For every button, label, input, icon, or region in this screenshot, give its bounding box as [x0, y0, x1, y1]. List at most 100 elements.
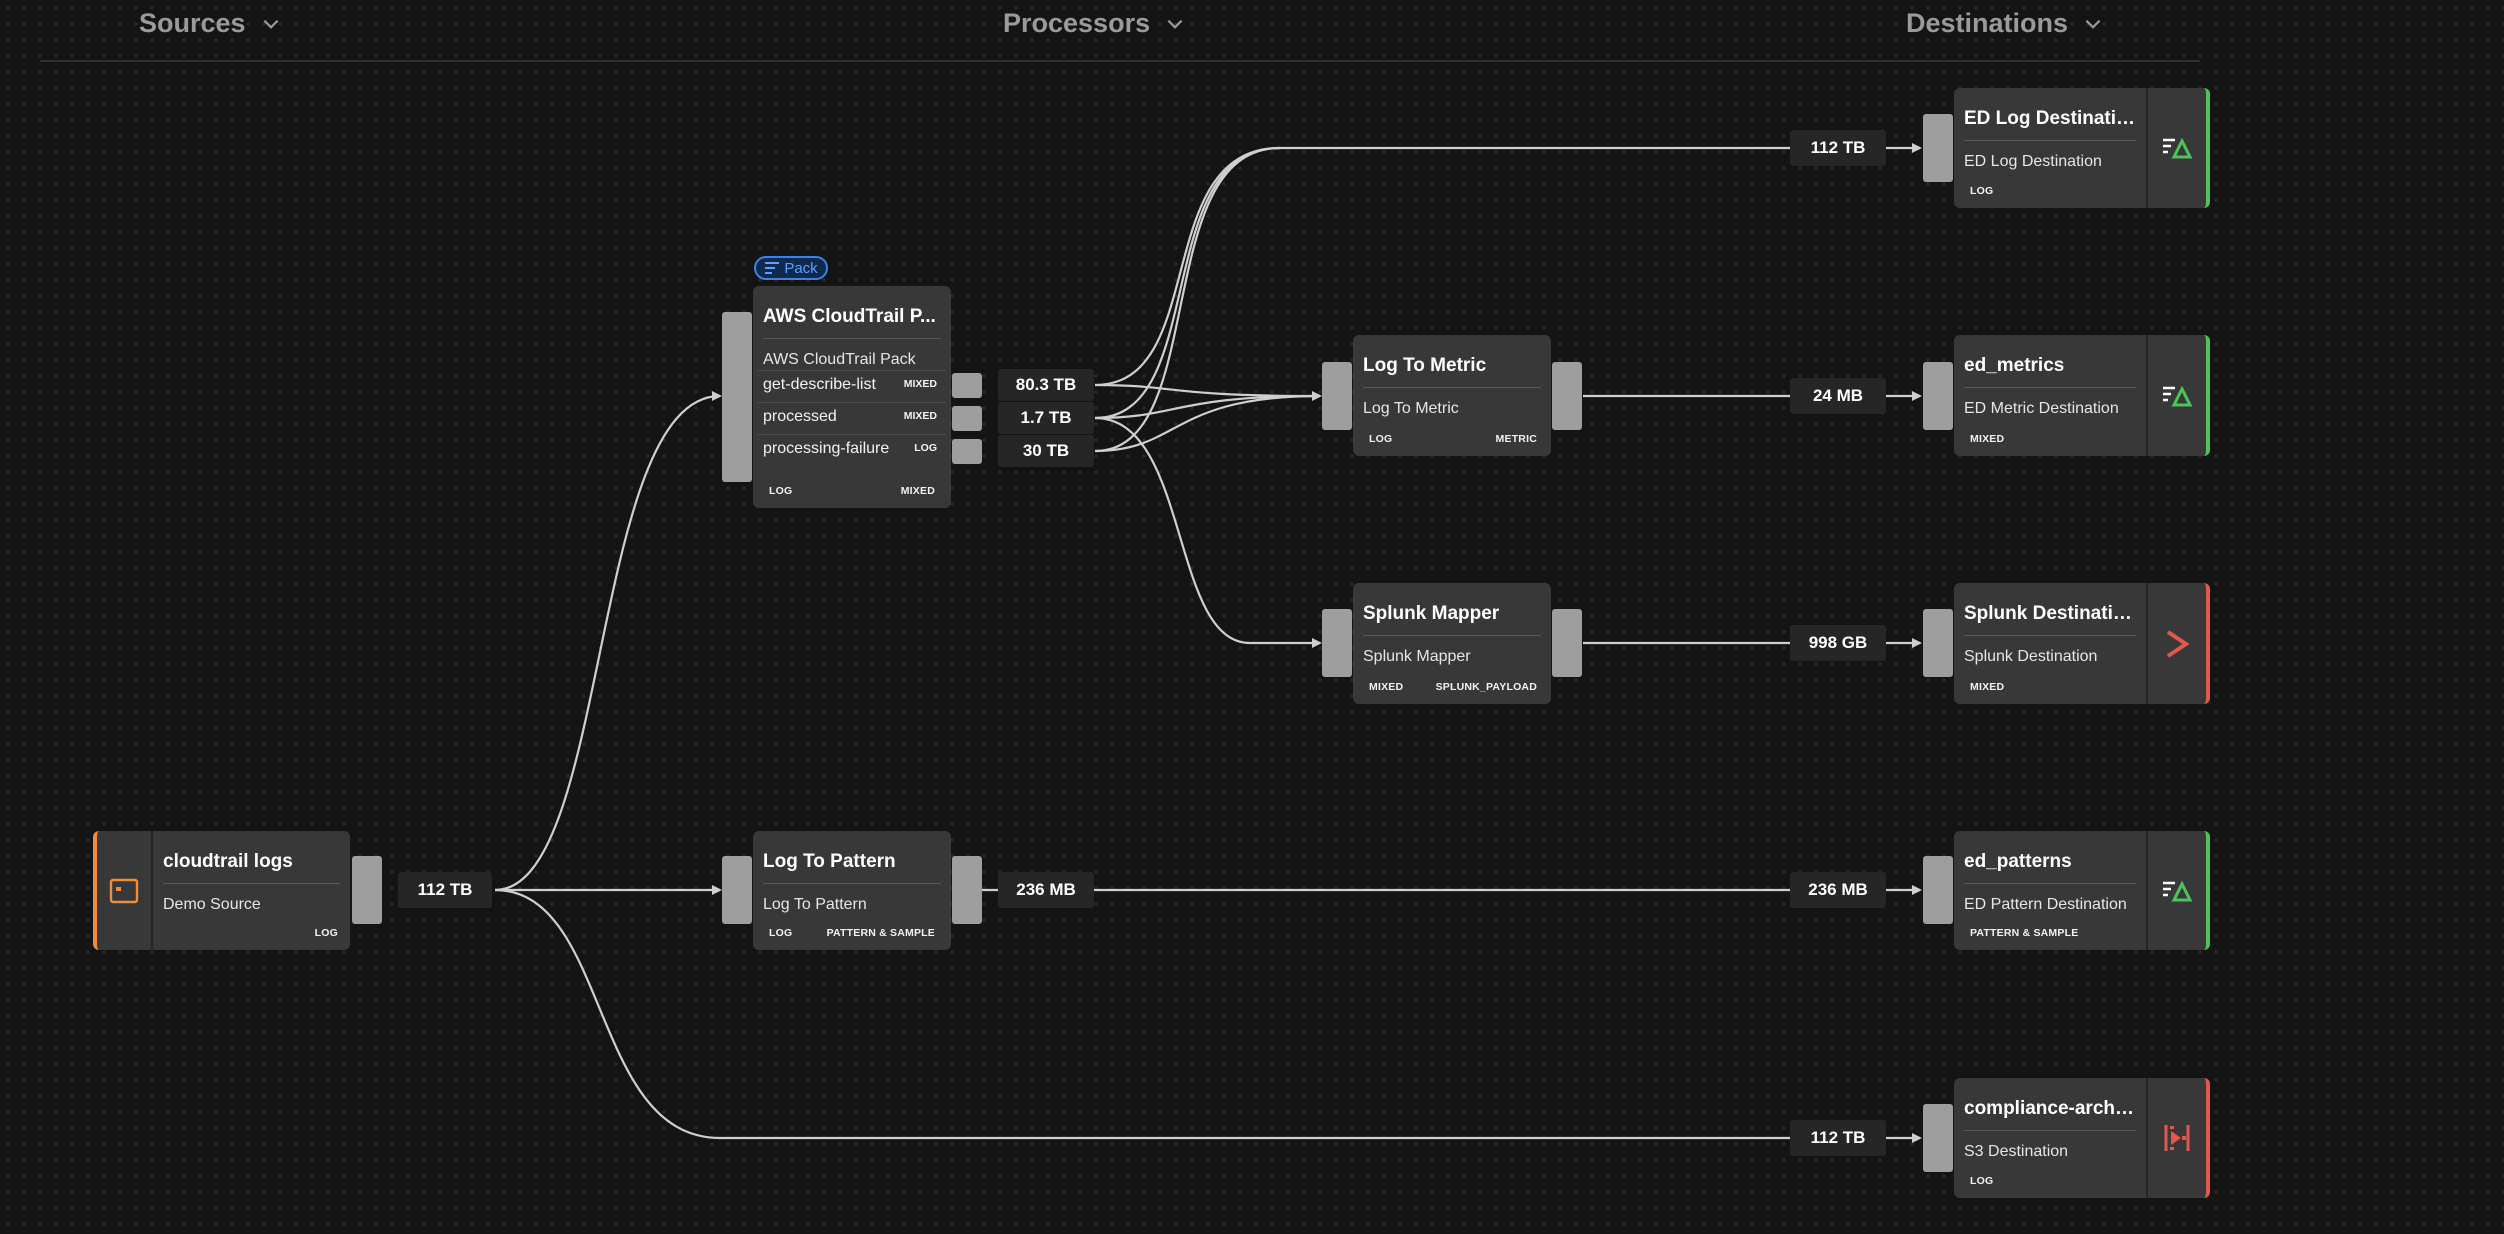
pack-output-port-3[interactable]: [952, 439, 982, 464]
processors-header-label: Processors: [1003, 8, 1151, 38]
pack-output-port-1[interactable]: [952, 373, 982, 398]
node-divider: [1964, 387, 2136, 388]
destination-icon-box: [2146, 831, 2206, 950]
edge-delta-logo-icon: [2163, 880, 2192, 901]
node-subtitle: Log To Pattern: [763, 896, 867, 913]
processor-log-to-metric[interactable]: Log To Metric Log To Metric LOG METRIC: [1353, 335, 1551, 456]
edge-pack-out2-to-edlog[interactable]: [1094, 146, 1281, 420]
metric-input-port[interactable]: [1322, 362, 1352, 430]
pack-input-port[interactable]: [722, 312, 752, 482]
node-title: cloudtrail logs: [163, 851, 293, 872]
node-divider: [1964, 883, 2136, 884]
node-title: Splunk Mapper: [1363, 603, 1500, 624]
throughput-badge: 24 MB: [1790, 378, 1886, 414]
pattern-output-port[interactable]: [952, 856, 982, 924]
output-type-tag: MIXED: [903, 410, 937, 422]
chevron-down-icon: [263, 19, 278, 29]
pattern-input-port[interactable]: [722, 856, 752, 924]
node-title: Splunk Destination: [1964, 603, 2136, 624]
node-subtitle: ED Metric Destination: [1964, 400, 2119, 417]
edge-pack-out1-to-metric[interactable]: [1094, 383, 1322, 401]
pack-output-port-2[interactable]: [952, 406, 982, 431]
splunk-mapper-input-port[interactable]: [1322, 609, 1352, 677]
node-divider: [1964, 1130, 2136, 1131]
sources-header[interactable]: Sources: [139, 8, 282, 39]
chevron-down-icon: [2085, 19, 2101, 29]
edpatterns-input-port[interactable]: [1923, 856, 1953, 924]
processors-header[interactable]: Processors: [1003, 8, 1186, 39]
processor-aws-cloudtrail-pack[interactable]: AWS CloudTrail P... AWS CloudTrail Pack …: [753, 286, 951, 508]
destination-ed-log[interactable]: ED Log Destination ED Log Destination LO…: [1954, 88, 2210, 208]
throughput-badge: 112 TB: [398, 872, 492, 908]
node-title: compliance-archi...: [1964, 1098, 2136, 1119]
destinations-header[interactable]: Destinations: [1906, 8, 2104, 39]
throughput-badge: 236 MB: [998, 872, 1094, 908]
row-separator: [758, 370, 946, 371]
type-tag: LOG: [1970, 1175, 1994, 1187]
output-type-tag: MIXED: [903, 378, 937, 390]
splunk-mapper-output-port[interactable]: [1552, 609, 1582, 677]
edmetrics-input-port[interactable]: [1923, 362, 1953, 430]
output-label: processing-failure: [763, 440, 890, 457]
node-subtitle: Log To Metric: [1363, 400, 1459, 417]
source-cloudtrail-logs[interactable]: cloudtrail logs Demo Source LOG: [93, 831, 350, 950]
node-divider: [1964, 140, 2136, 141]
node-divider: [763, 338, 941, 339]
throughput-badge: 1.7 TB: [998, 402, 1094, 434]
node-title: Log To Pattern: [763, 851, 896, 872]
node-title: ED Log Destination: [1964, 108, 2136, 129]
edlog-input-port[interactable]: [1923, 114, 1953, 182]
pack-badge[interactable]: Pack: [754, 256, 828, 280]
edge-delta-logo-icon: [2163, 137, 2192, 159]
throughput-badge: 30 TB: [998, 435, 1094, 467]
output-type-tag: PATTERN & SAMPLE: [826, 927, 935, 939]
edge-pack-out2-to-metric[interactable]: [1094, 394, 1321, 420]
pack-label: Pack: [784, 259, 818, 277]
output-type-tag: METRIC: [1495, 433, 1537, 445]
input-type-tag: LOG: [769, 485, 793, 497]
throughput-badge: 112 TB: [1790, 130, 1886, 166]
row-separator: [758, 434, 946, 435]
compliance-input-port[interactable]: [1923, 1104, 1953, 1172]
output-label: processed: [763, 408, 837, 425]
type-tag: LOG: [1970, 185, 1994, 197]
throughput-badge: 80.3 TB: [998, 369, 1094, 401]
edge-pack-out3-to-metric[interactable]: [1094, 394, 1321, 453]
output-type-tag: LOG: [314, 927, 338, 939]
node-subtitle: Demo Source: [163, 896, 261, 913]
processor-splunk-mapper[interactable]: Splunk Mapper Splunk Mapper MIXED SPLUNK…: [1353, 583, 1551, 704]
s3-bucket-icon: [2164, 1125, 2190, 1151]
destination-splunk[interactable]: Splunk Destination Splunk Destination MI…: [1954, 583, 2210, 704]
output-type-tag: LOG: [914, 442, 937, 454]
pack-output-row[interactable]: processed MIXED: [753, 402, 951, 434]
node-subtitle: AWS CloudTrail Pack: [763, 351, 916, 368]
destinations-header-label: Destinations: [1906, 8, 2069, 38]
node-subtitle: Splunk Destination: [1964, 648, 2098, 665]
node-title: ed_patterns: [1964, 851, 2072, 872]
pack-output-row[interactable]: processing-failure LOG: [753, 434, 951, 466]
metric-output-port[interactable]: [1552, 362, 1582, 430]
destination-ed-metrics[interactable]: ed_metrics ED Metric Destination MIXED: [1954, 335, 2210, 456]
input-type-tag: LOG: [1369, 433, 1393, 445]
destination-compliance-archive[interactable]: compliance-archi... S3 Destination LOG: [1954, 1078, 2210, 1198]
edge-source-to-compliance[interactable]: [494, 888, 1922, 1143]
throughput-badge: 112 TB: [1790, 1120, 1886, 1156]
chevron-down-icon: [1167, 19, 1183, 29]
output-type-tag: SPLUNK_PAYLOAD: [1435, 681, 1537, 693]
pack-output-row[interactable]: get-describe-list MIXED: [753, 370, 951, 402]
splunk-dest-input-port[interactable]: [1923, 609, 1953, 677]
edge-pack-out2-to-splunk[interactable]: [1094, 416, 1322, 648]
source-icon-box: [97, 831, 153, 950]
type-tag: PATTERN & SAMPLE: [1970, 927, 2079, 939]
node-divider: [763, 883, 941, 884]
source-output-port[interactable]: [352, 856, 382, 924]
edge-source-to-pack[interactable]: [494, 391, 722, 892]
throughput-badge: 998 GB: [1790, 625, 1886, 661]
input-type-tag: LOG: [769, 927, 793, 939]
type-tag: MIXED: [1970, 433, 2005, 445]
input-type-tag: MIXED: [1369, 681, 1404, 693]
destination-ed-patterns[interactable]: ed_patterns ED Pattern Destination PATTE…: [1954, 831, 2210, 950]
processor-log-to-pattern[interactable]: Log To Pattern Log To Pattern LOG PATTER…: [753, 831, 951, 950]
node-subtitle: S3 Destination: [1964, 1143, 2069, 1160]
